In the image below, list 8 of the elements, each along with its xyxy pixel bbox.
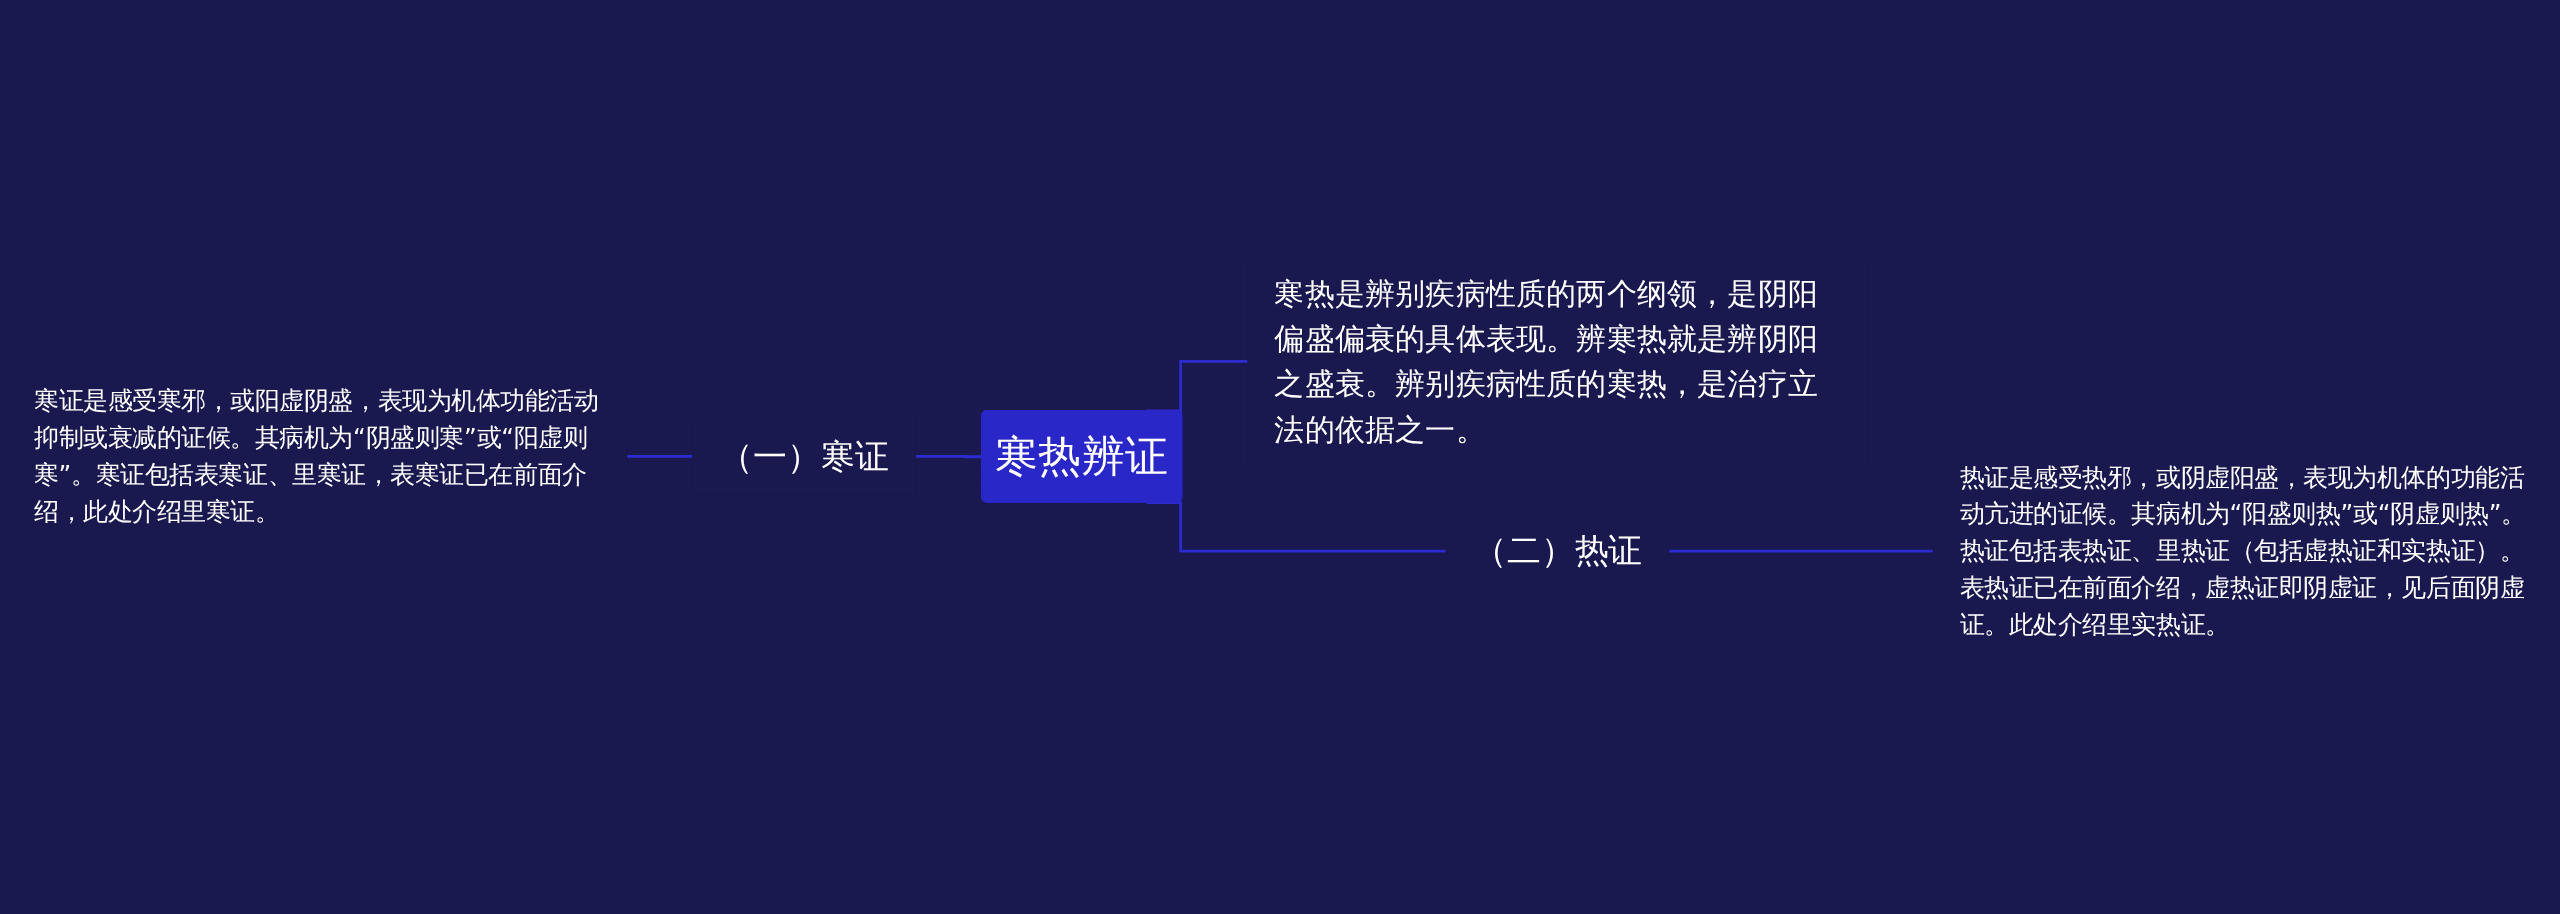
node-text: 寒证是感受寒邪，或阳虚阴盛，表现为机体功能活动抑制或衰减的证候。其病机为“阴盛则寒”或“阳虚则寒”。寒证包括表寒证、里寒证，表寒证已在前面介绍，此处介绍里寒证。 [33, 386, 599, 526]
node-text: （一）寒证 [719, 436, 890, 476]
node-text: （二）热证 [1472, 531, 1643, 571]
connector [1668, 549, 1934, 553]
node-text: 热证是感受热邪，或阴虚阳盛，表现为机体的功能活动亢进的证候。其病机为“阳盛则热”或“阴虚则热”。热证包括表热证、里热证（包括虚热证和实热证）。表热证已在前面介绍，虚热证即阴虚证，见后面阴虚证。此处介绍里实热证。 [1959, 462, 2526, 639]
node-text: 寒热是辨别疾病性质的两个纲领，是阴阳偏盛偏衰的具体表现。辨寒热就是辨阴阳之盛衰。辨别疾病性质的寒热，是治疗立法的依据之一。 [1274, 275, 1819, 448]
connector [915, 454, 983, 459]
connector [626, 454, 693, 458]
